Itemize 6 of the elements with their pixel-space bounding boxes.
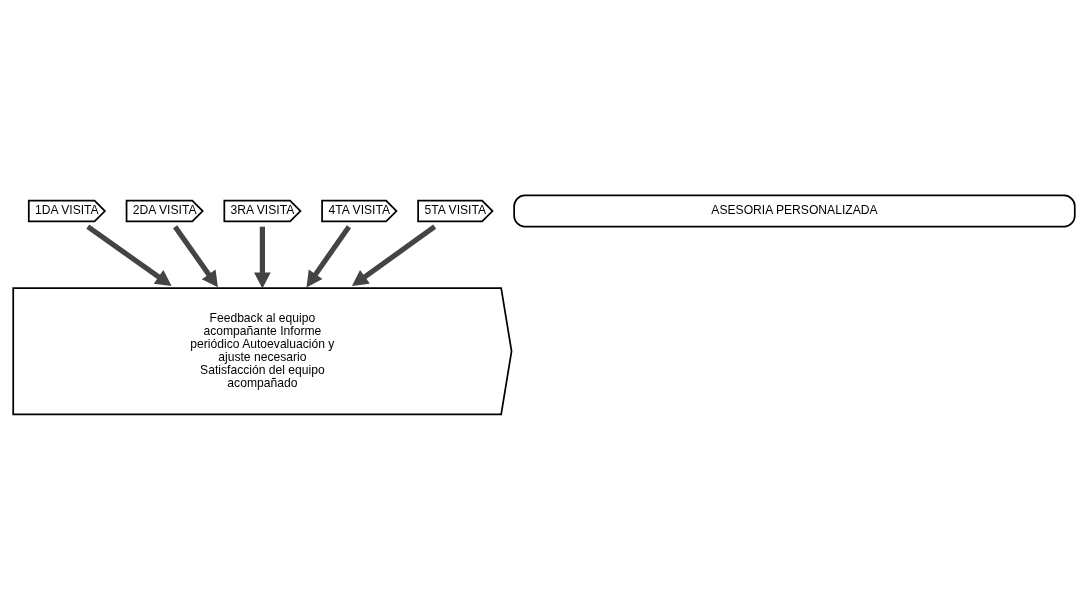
arrow bbox=[254, 226, 271, 289]
arrow bbox=[172, 225, 218, 288]
arrow bbox=[351, 224, 437, 287]
arrow bbox=[86, 224, 172, 287]
arrow bbox=[306, 225, 352, 288]
node-box: ASESORIA PERSONALIZADA bbox=[513, 194, 1076, 228]
